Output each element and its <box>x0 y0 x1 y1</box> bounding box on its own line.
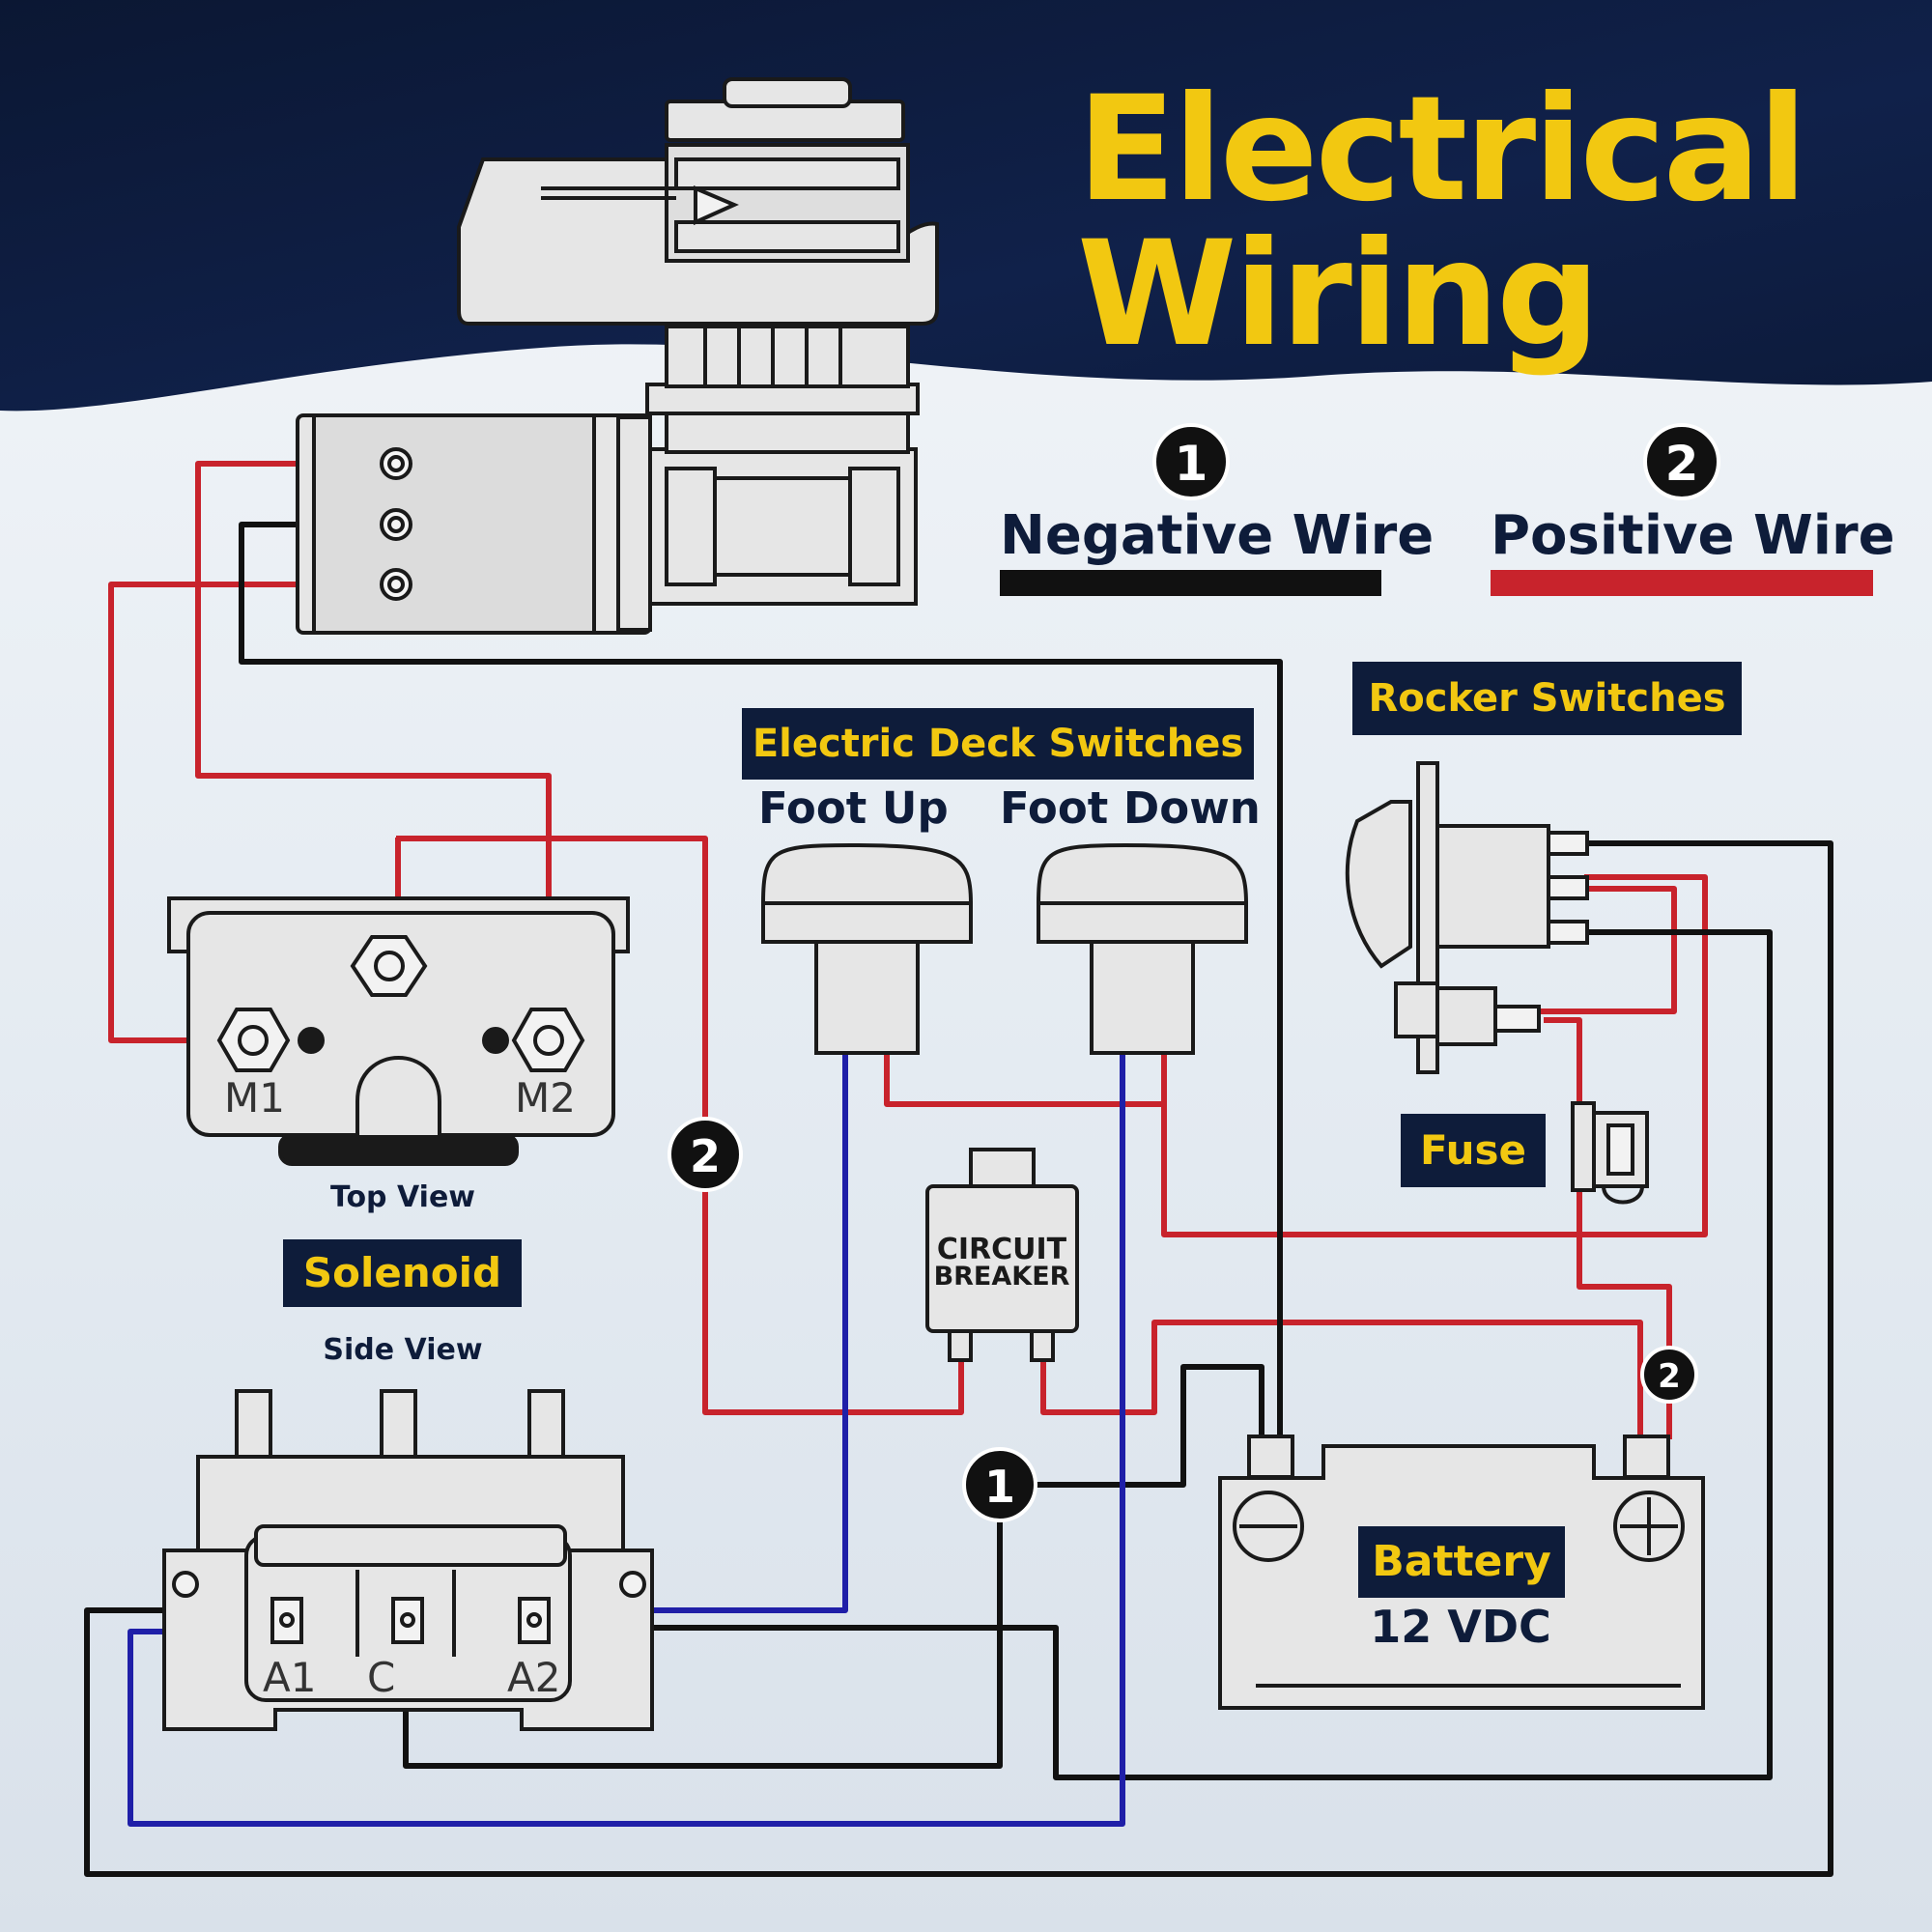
title-line2: Wiring <box>1077 211 1600 379</box>
foot-up-switch <box>760 842 974 1055</box>
solenoid-side-view <box>162 1389 654 1731</box>
legend-badge-1-number: 1 <box>1175 436 1208 492</box>
fuse <box>1571 1101 1649 1205</box>
legend-badge-1 <box>1152 423 1230 500</box>
negative-wire-label: Negative Wire <box>1000 504 1435 567</box>
rocker-switch <box>1345 761 1589 1074</box>
windlass <box>296 77 939 635</box>
wire-marker-1 <box>962 1447 1037 1522</box>
foot-down-label: Foot Down <box>1000 782 1261 834</box>
foot-switches <box>760 842 1249 1055</box>
positive-wire-swatch <box>1491 570 1873 596</box>
positive-wire-label: Positive Wire <box>1491 504 1895 567</box>
fuse-label: Fuse <box>1401 1114 1546 1187</box>
terminal-a1-label: A1 <box>263 1654 317 1701</box>
terminal-a2-label: A2 <box>507 1654 561 1701</box>
battery-label: Battery <box>1358 1526 1565 1598</box>
wire-marker-2b <box>1640 1346 1698 1404</box>
deck-switches-label: Electric Deck Switches <box>742 708 1254 780</box>
title-line1: Electrical <box>1077 66 1807 234</box>
black-wires <box>84 522 1833 1877</box>
circuit-breaker-label-line2: BREAKER <box>934 1262 1070 1292</box>
foot-down-switch <box>1036 842 1249 1055</box>
solenoid-label: Solenoid <box>283 1239 522 1307</box>
page-title: Electrical Wiring <box>1077 66 1807 379</box>
red-wires <box>108 461 1708 1439</box>
foot-up-label: Foot Up <box>758 782 949 834</box>
side-terminals <box>270 1597 551 1644</box>
wire-marker-2a <box>668 1117 743 1192</box>
circuit-breaker-label-line1: CIRCUIT <box>937 1233 1067 1266</box>
legend-badge-2-number: 2 <box>1665 436 1699 492</box>
terminal-nuts <box>216 935 585 1072</box>
wire-marker-2a-number: 2 <box>690 1130 721 1182</box>
negative-wire-swatch <box>1000 570 1381 596</box>
wires <box>84 461 1833 1877</box>
motor-terminals <box>380 447 412 601</box>
side-view-label: Side View <box>323 1333 483 1367</box>
number-badges <box>668 423 1720 1522</box>
top-view-label: Top View <box>329 1180 476 1214</box>
wire-marker-2b-number: 2 <box>1658 1357 1681 1396</box>
legend-badge-2 <box>1643 423 1720 500</box>
circuit-breaker <box>925 1148 1079 1362</box>
wire-marker-1-number: 1 <box>984 1461 1015 1513</box>
solenoid-top-view <box>167 896 630 1166</box>
terminal-m1-label: M1 <box>224 1074 285 1122</box>
battery-voltage-label: 12 VDC <box>1370 1601 1551 1653</box>
rocker-switches-label: Rocker Switches <box>1352 662 1742 735</box>
terminal-c-label: C <box>367 1654 396 1701</box>
terminal-m2-label: M2 <box>515 1074 576 1122</box>
